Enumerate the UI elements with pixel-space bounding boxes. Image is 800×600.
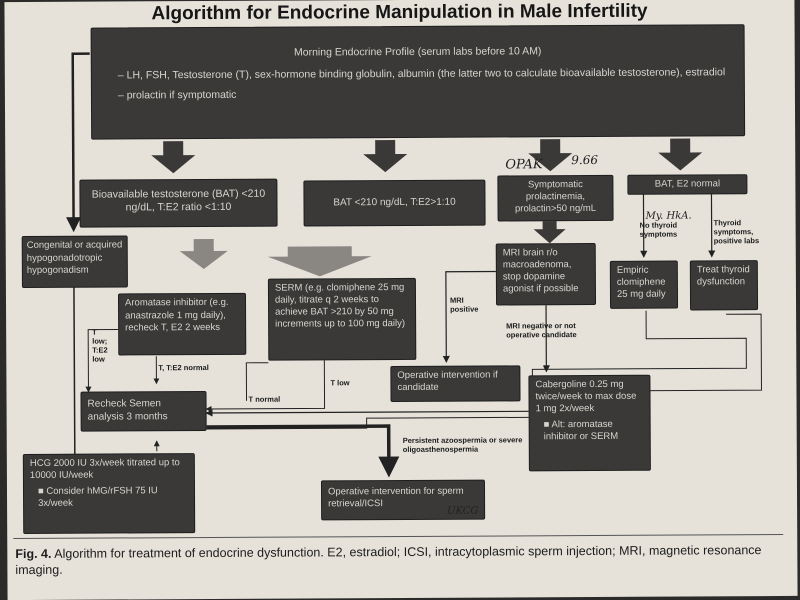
profile-item-labs: – LH, FSH, Testosterone (T), sex-hormone…	[117, 66, 726, 82]
caption-text: Algorithm for treatment of endocrine dys…	[15, 543, 762, 578]
hcg-consider-text: Consider hMG/rFSH 75 IU 3x/week	[38, 485, 158, 509]
arrow-profile-to-bat-low-ratio	[151, 141, 196, 174]
caption-fig-label: Fig. 4.	[15, 546, 52, 562]
cabergoline-alt: ■ Alt: aromatase inhibitor or SERM	[536, 419, 644, 444]
bullet-icon: ■	[543, 419, 552, 431]
operative-candidate-box: Operative intervention if candidate	[390, 365, 521, 403]
figure-caption: Fig. 4. Algorithm for treatment of endoc…	[15, 542, 785, 578]
hcg-text: HCG 2000 IU 3x/week titrated up to 10000…	[29, 457, 180, 481]
thick-line-to-operative	[206, 424, 400, 478]
handwriting-sig: UKCG	[447, 505, 479, 517]
arrow-profile-to-prolactinemia	[528, 139, 573, 172]
label-t-low-left-4: low	[92, 354, 105, 364]
serm-box: SERM (e.g. clomiphene 25 mg daily, titra…	[267, 277, 417, 361]
left-trunk-line	[66, 52, 90, 233]
congenital-box: Congenital or acquired hypogonadotropic …	[21, 235, 128, 288]
paper-page: Algorithm for Endocrine Manipulation in …	[4, 0, 798, 600]
prolactinemia-box: Symptomatic prolactinemia, prolactin>50 …	[497, 174, 614, 222]
label-persistent: Persistent azoospermia or severe oligoas…	[402, 435, 523, 454]
bat-low-box: BAT <210 ng/dL, T:E2>1:10	[303, 179, 486, 227]
label-t-low-left: T low; T:E2 low	[92, 327, 116, 364]
label-mri-positive: MRI positive	[449, 295, 479, 314]
label-t-low-left-3: T:E2	[92, 345, 108, 355]
label-t-low-left-1: T	[92, 327, 97, 337]
morning-profile-box: Morning Endocrine Profile (serum labs be…	[90, 24, 746, 140]
label-t-normal: T normal	[248, 394, 281, 404]
treat-thyroid-box: Treat thyroid dysfunction	[689, 260, 759, 311]
label-mri-negative: MRI negative or not operative candidate	[506, 321, 577, 340]
hcg-consider: ■ Consider hMG/rFSH 75 IU 3x/week	[30, 485, 188, 510]
hcg-box: HCG 2000 IU 3x/week titrated up to 10000…	[22, 453, 196, 534]
cabergoline-box: Cabergoline 0.25 mg twice/week to max do…	[528, 374, 651, 472]
label-t-e2-normal: T, T:E2 normal	[158, 363, 209, 373]
arrow-bat-low-to-serm	[267, 246, 372, 277]
bat-normal-box: BAT, E2 normal	[627, 174, 748, 195]
recheck-semen-box: Recheck Semen analysis 3 months	[80, 391, 207, 432]
handwriting-number: 9.66	[571, 152, 599, 168]
empiric-clomiphene-box: Empiric clomiphene 25 mg daily	[609, 260, 679, 309]
aromatase-box: Aromatase inhibitor (e.g. anastrazole 1 …	[117, 292, 247, 356]
mri-box: MRI brain r/o macroadenoma, stop dopamin…	[495, 242, 597, 306]
arrow-profile-to-bat-low	[363, 140, 408, 173]
handwriting-opak: OPAK	[505, 157, 543, 173]
label-t-low-left-2: low;	[92, 336, 108, 346]
handwriting-note: My. HkA.	[645, 210, 692, 222]
connector-lines	[66, 52, 762, 478]
arrow-bat-low-ratio-to-aromatase	[179, 238, 228, 270]
profile-heading: Morning Endocrine Profile (serum labs be…	[293, 45, 542, 59]
arrow-profile-to-bat-normal	[658, 138, 703, 171]
label-thyroid-symptoms: Thyroid symptoms, positive labs	[713, 218, 760, 246]
cabergoline-alt-text: Alt: aromatase inhibitor or SERM	[543, 418, 619, 443]
profile-item-prolactin: – prolactin if symptomatic	[117, 88, 237, 102]
bat-low-ratio-box: Bioavailable testosterone (BAT) <210 ng/…	[79, 178, 278, 228]
label-t-low: T low	[330, 378, 350, 388]
label-no-thyroid: No thyroid symptoms	[639, 220, 678, 239]
arrow-prolactinemia-to-mri	[533, 221, 566, 244]
cabergoline-text: Cabergoline 0.25 mg twice/week to max do…	[535, 378, 637, 415]
